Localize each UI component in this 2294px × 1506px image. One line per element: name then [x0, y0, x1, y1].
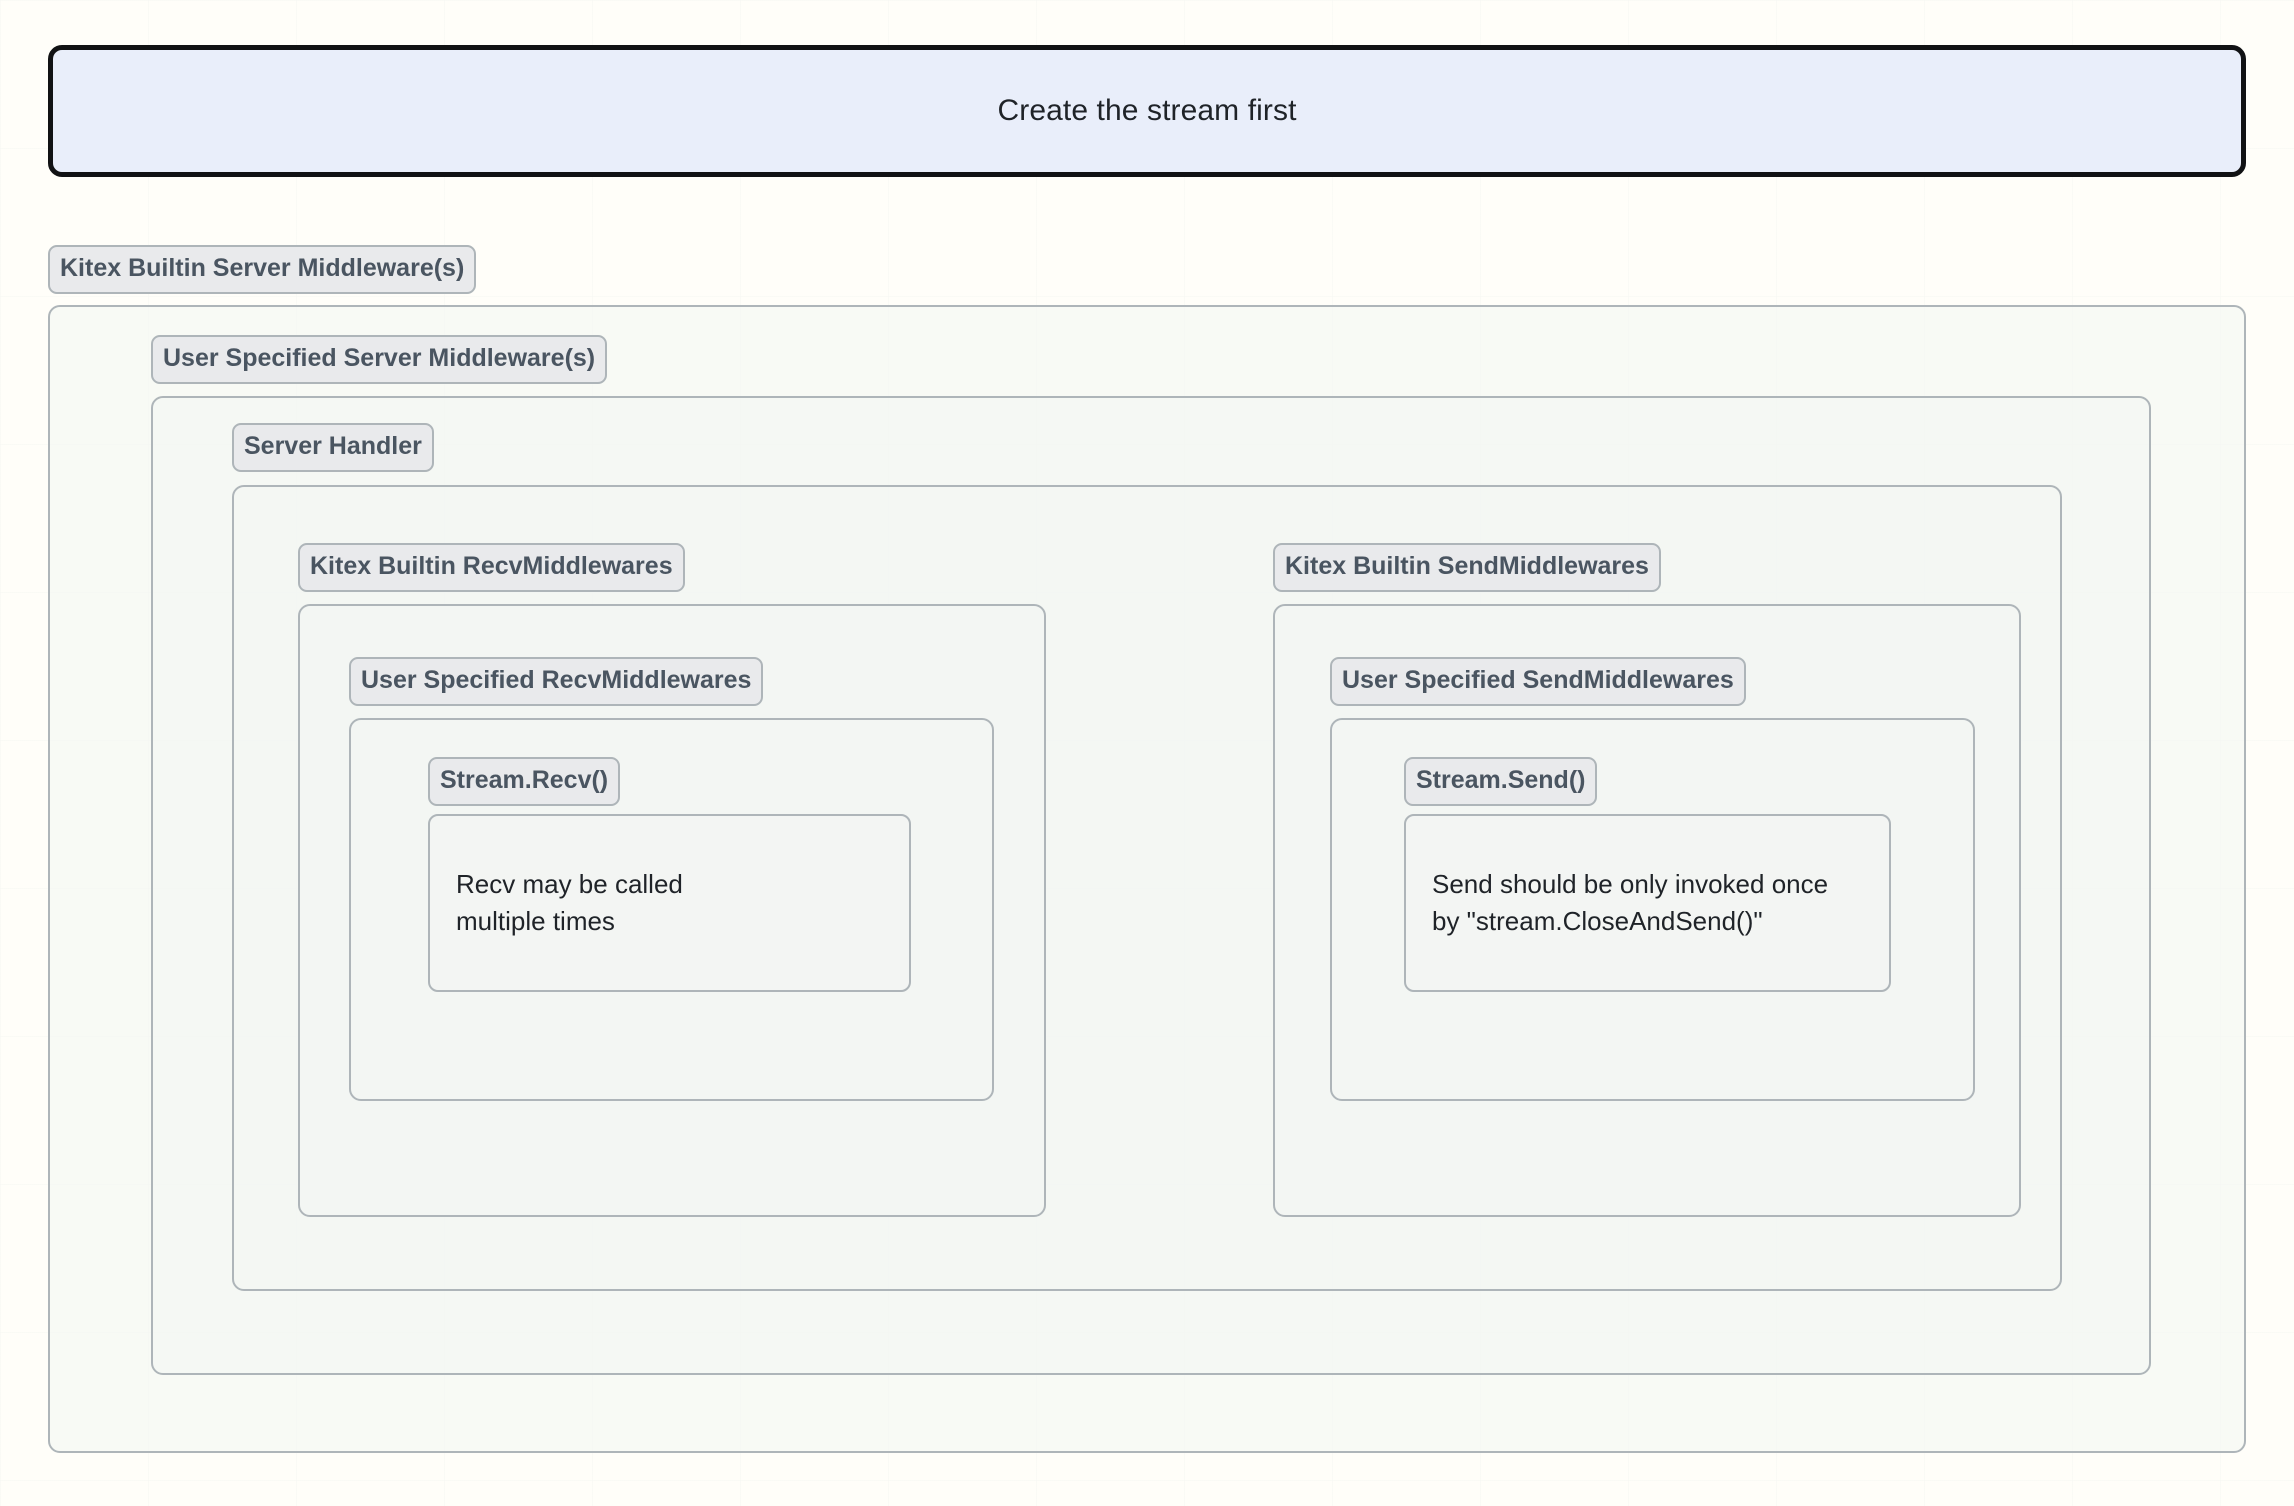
create-stream-banner: Create the stream first [48, 45, 2246, 177]
note-recv-text: Recv may be called multiple times [456, 869, 683, 936]
note-recv: Recv may be called multiple times [428, 814, 911, 992]
chip-kitex-builtin-recvmiddlewares: Kitex Builtin RecvMiddlewares [298, 543, 685, 592]
chip-stream-recv: Stream.Recv() [428, 757, 621, 806]
chip-server-handler: Server Handler [232, 423, 434, 472]
note-send: Send should be only invoked once by "str… [1404, 814, 1891, 992]
create-stream-banner-label: Create the stream first [997, 94, 1297, 127]
chip-user-specified-sendmiddlewares: User Specified SendMiddlewares [1330, 657, 1746, 706]
chip-kitex-builtin-server-middlewares: Kitex Builtin Server Middleware(s) [48, 245, 477, 294]
chip-user-specified-server-middlewares: User Specified Server Middleware(s) [151, 335, 608, 384]
chip-user-specified-recvmiddlewares: User Specified RecvMiddlewares [349, 657, 764, 706]
chip-kitex-builtin-sendmiddlewares: Kitex Builtin SendMiddlewares [1273, 543, 1661, 592]
note-send-text: Send should be only invoked once by "str… [1432, 869, 1829, 936]
chip-stream-send: Stream.Send() [1404, 757, 1598, 806]
